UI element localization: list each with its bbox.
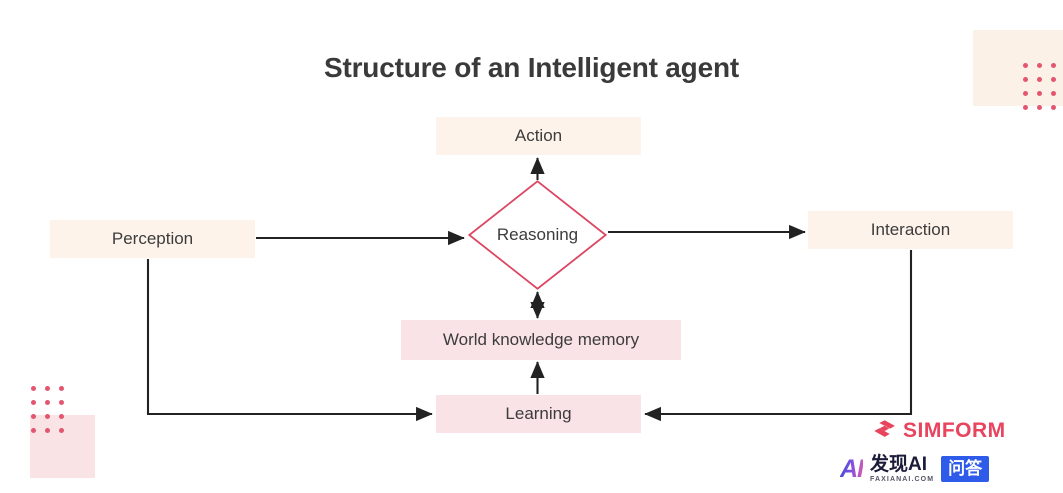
watermark-brand-name: 发现AI <box>870 454 928 475</box>
simform-wordmark: SIMFORM <box>903 418 1006 442</box>
decoration-pink-square <box>30 415 95 478</box>
node-interaction-label: Interaction <box>870 220 951 239</box>
node-memory-label: World knowledge memory <box>442 330 640 349</box>
edge-perception-to-learning <box>146 259 433 422</box>
decoration-dot-grid-bottom-left <box>31 386 64 433</box>
node-reasoning-label: Reasoning <box>496 225 579 244</box>
watermark-ai-mark: AI <box>840 454 864 483</box>
decoration-dot-grid-top-right <box>1023 63 1056 110</box>
node-action-label: Action <box>514 126 563 145</box>
node-learning[interactable]: Learning <box>436 395 641 433</box>
watermark: AI 发现AI FAXIANAI.COM 问答 <box>840 452 990 486</box>
node-perception[interactable]: Perception <box>50 220 255 258</box>
node-action[interactable]: Action <box>436 117 641 155</box>
decoration-cream-square <box>973 30 1063 106</box>
node-interaction[interactable]: Interaction <box>808 211 1013 249</box>
watermark-qa-badge: 问答 <box>941 456 990 482</box>
simform-diamond-logo-icon <box>874 420 895 437</box>
page-title: Structure of an Intelligent agent <box>324 52 739 83</box>
simform-logo: SIMFORM <box>872 418 1006 443</box>
node-learning-label: Learning <box>505 404 572 423</box>
node-perception-label: Perception <box>111 229 194 248</box>
watermark-brand-domain: FAXIANAI.COM <box>870 476 935 483</box>
edge-interaction-to-learning <box>644 250 913 422</box>
node-reasoning[interactable]: Reasoning <box>468 180 607 290</box>
node-world-knowledge-memory[interactable]: World knowledge memory <box>401 320 681 360</box>
watermark-brand-block: 发现AI FAXIANAI.COM <box>870 455 934 483</box>
diamond-shape-icon <box>468 180 607 290</box>
